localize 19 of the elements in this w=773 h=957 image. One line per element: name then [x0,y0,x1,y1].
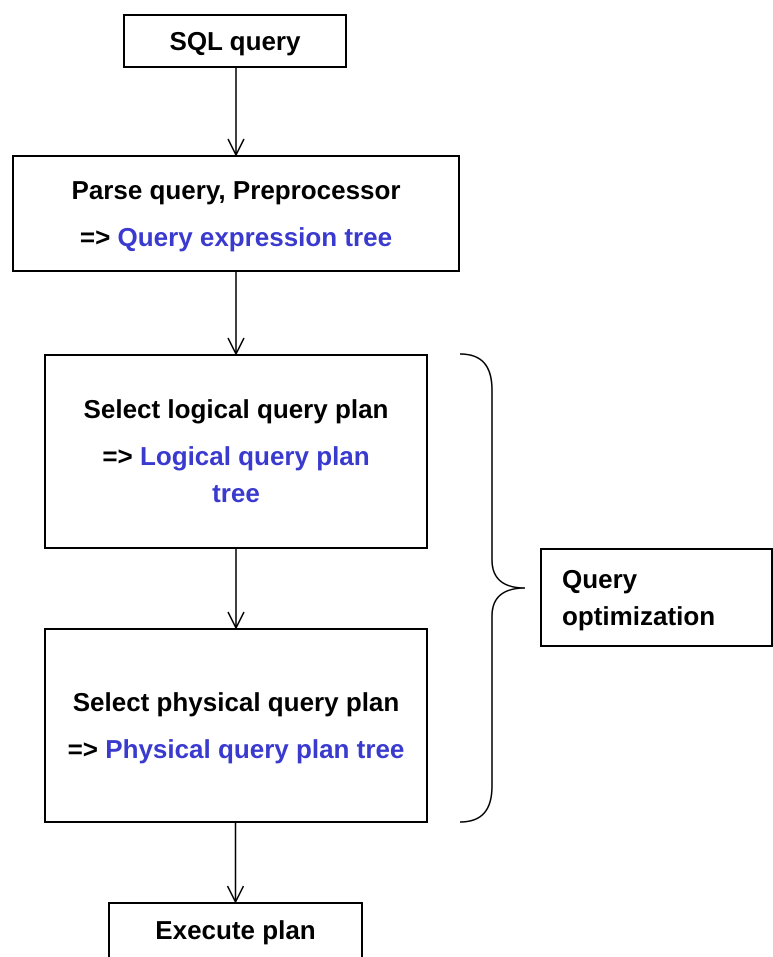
box-label: Parse query, Preprocessor [71,174,401,206]
box-label: Query optimization [562,562,716,632]
box-label: Select physical query plan [72,686,400,718]
box-result-text: => Logical query plan tree [101,440,371,510]
arrow [226,823,244,903]
arrow [227,68,245,156]
process-box [108,902,363,957]
process-box [44,628,428,823]
process-box [12,155,460,272]
box-label: SQL query [169,24,300,58]
box-result-text: => Query expression tree [80,220,392,254]
box-label: Execute plan [155,914,316,947]
arrow [227,272,245,355]
box-result-text: => Physical query plan tree [68,732,404,766]
process-box [44,354,428,549]
arrow [227,549,245,629]
process-box [123,14,347,68]
process-box [540,548,773,647]
box-label: Select logical query plan [84,393,388,426]
